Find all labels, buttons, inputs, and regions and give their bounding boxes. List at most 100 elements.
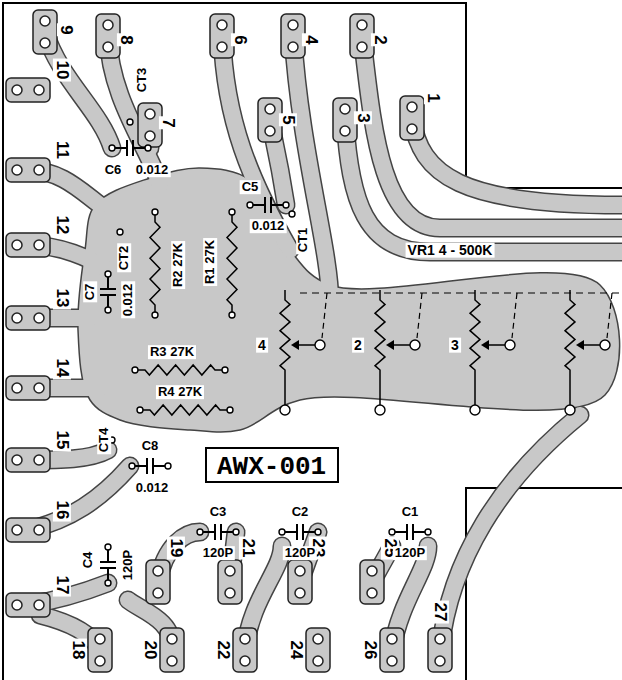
pad-hole [34,85,44,95]
pad-hole [145,109,155,119]
pin-number: 24 [287,639,305,662]
pad-hole [225,566,235,576]
pad-hole [295,566,305,576]
component-label: R4 27K [156,385,204,399]
lead-hole [279,529,285,535]
trace-outlines [28,32,622,650]
component-label: C6 [103,163,124,177]
component-label: C5 [240,180,261,194]
pad-hole [12,313,22,323]
pad-hole [12,85,22,95]
trace-edge [440,415,580,650]
pad-hole [95,656,105,666]
pad-hole [40,16,50,26]
potentiometer-symbol [280,290,290,380]
potentiometer-symbol [470,290,480,380]
copper-trace [293,36,330,300]
lead-hole [233,529,239,535]
capacitor-symbol [112,140,148,156]
pin-number: 18 [69,639,87,662]
pad-land [6,306,50,330]
lead-hole [165,463,171,469]
gang-link [417,293,422,338]
part-number-box: AWX-001 [205,447,339,483]
component-label: 4 [256,338,268,353]
resistor-symbol [150,212,160,315]
solder-pad [218,560,242,604]
pad-land [428,628,452,672]
component-label: 0.012 [250,219,287,233]
solder-pad [6,448,50,472]
pin-number: 20 [141,639,159,662]
solder-pad [233,628,257,672]
test-point [289,211,295,217]
pad-land [6,158,50,182]
pad-hole [153,588,163,598]
pad-hole [225,588,235,598]
pad-hole [167,634,177,644]
potentiometer-symbol [375,290,385,380]
resistor-symbol [135,365,225,375]
pad-hole [103,20,113,30]
pin-number: 19 [167,537,185,560]
pad-land [400,96,424,140]
pot-lead [569,380,571,405]
pad-hole [34,313,44,323]
pad-hole [103,42,113,52]
pad-hole [340,126,350,136]
pad-hole [407,102,417,112]
pad-hole [435,634,445,644]
pad-hole [12,525,22,535]
pad-hole [340,104,350,114]
wiper-arrow [481,340,489,350]
pad-hole [407,124,417,134]
copper-trace [345,120,622,252]
potentiometer-symbol [565,290,575,380]
pad-hole [367,588,377,598]
pin-number: 21 [239,537,257,560]
component-label: 0.012 [134,163,171,177]
pad-hole [265,126,275,136]
trace-edge [362,36,622,228]
pad-hole [95,634,105,644]
solder-pad [6,233,50,257]
pad-hole [12,600,22,610]
component-label: CT3 [135,66,149,95]
solder-pad [88,628,112,672]
gang-link [300,292,622,293]
pad-land [360,560,384,604]
wiper-terminal [600,340,610,350]
pin-number: 5 [279,113,297,126]
pad-hole [217,42,227,52]
trace-edge [412,118,622,205]
solder-pad [288,560,312,604]
pin-number: 14 [53,357,71,380]
pad-land [218,560,242,604]
test-point [117,229,123,235]
lead-hole [425,529,431,535]
wiper-line [487,344,505,346]
component-label: 120P [201,546,235,560]
pad-land [306,628,330,672]
pad-hole [34,455,44,465]
pin-number: 2 [371,33,389,46]
lead-hole [105,580,111,586]
pot-terminal [565,405,575,415]
pin-number: 6 [231,33,249,46]
component-label: 0.012 [134,481,171,495]
component-label: C7 [83,282,97,303]
pin-number: 17 [53,574,71,597]
pad-hole [34,600,44,610]
pad-hole [34,165,44,175]
pad-land [6,518,50,542]
solder-pad [380,628,404,672]
component-label: R1 27K [203,238,217,286]
solder-pad [6,593,50,617]
pin-number: 1 [424,91,442,104]
component-label: CT1 [296,226,310,255]
pad-hole [12,383,22,393]
resistor-symbol [140,405,230,415]
components [100,119,622,586]
wiper-arrow [386,340,394,350]
